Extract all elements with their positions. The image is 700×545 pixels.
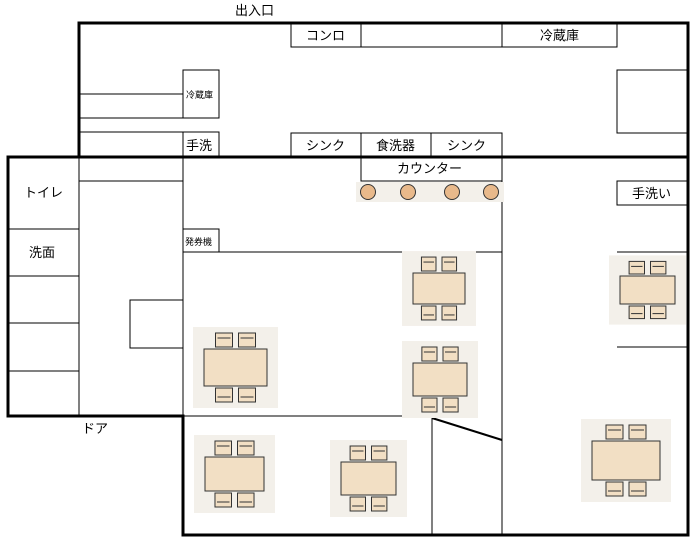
chair: [441, 256, 458, 272]
kitchen-storage: [616, 69, 689, 134]
counter-stool: [483, 184, 499, 200]
chair: [628, 305, 645, 320]
stove-label: コンロ: [306, 29, 345, 44]
chair: [628, 260, 645, 275]
handwash-hall-label: 手洗い: [632, 187, 671, 202]
ticket-machine: [182, 228, 220, 253]
chair: [421, 346, 438, 362]
chair: [442, 397, 459, 413]
table-top: [203, 348, 268, 387]
chair: [420, 305, 437, 321]
washroom-label: 洗面: [29, 246, 55, 261]
counter-stool: [444, 184, 460, 200]
table-1: [402, 251, 476, 326]
chair: [349, 496, 367, 512]
restroom-outer-wall: [6, 155, 690, 418]
table-top: [412, 272, 466, 305]
chair: [215, 332, 233, 348]
labels: 出入口 コンロ 冷蔵庫 冷蔵庫 手洗 シンク 食洗器 シンク カウンター 手洗い…: [24, 4, 671, 437]
chair: [214, 492, 232, 508]
chair: [237, 440, 255, 456]
chair: [238, 332, 256, 348]
chair: [628, 481, 647, 497]
table-3: [193, 327, 278, 408]
handwash-hall: [616, 180, 689, 206]
chair: [238, 387, 256, 403]
dishwasher-label: 食洗器: [376, 138, 415, 154]
chair: [371, 496, 388, 512]
chair: [605, 424, 624, 440]
chair: [215, 387, 233, 403]
chair: [237, 492, 255, 508]
sink-left-label: シンク: [306, 139, 345, 154]
chair: [421, 397, 438, 413]
counter-stools: [356, 182, 504, 202]
chair: [420, 256, 437, 272]
table-top: [619, 275, 676, 305]
fridge-large-label: 冷蔵庫: [540, 29, 579, 44]
chair: [628, 424, 647, 440]
counter-stool: [360, 184, 376, 200]
chair: [371, 445, 388, 461]
toilet-label: トイレ: [24, 186, 63, 201]
fridge-small-label: 冷蔵庫: [186, 89, 213, 101]
chair: [650, 305, 667, 320]
counter-stool: [400, 184, 416, 200]
table-top: [412, 362, 468, 397]
table-7: [581, 419, 671, 502]
ticket-machine-label: 発券機: [185, 236, 212, 248]
kitchen-outer-wall: [77, 21, 690, 537]
entrance-label: 出入口: [235, 4, 274, 19]
table-2: [609, 255, 686, 325]
table-top: [591, 440, 661, 481]
sink-right-label: シンク: [447, 139, 486, 154]
interior-lines: [8, 22, 689, 535]
counter-label: カウンター: [397, 162, 462, 177]
table-top: [204, 456, 265, 492]
door-label: ドア: [82, 422, 108, 437]
table-6: [330, 440, 407, 517]
chair: [605, 481, 624, 497]
chair: [441, 305, 458, 321]
chair: [349, 445, 367, 461]
fridge-large: [501, 22, 618, 48]
handwash-kitchen-label: 手洗: [186, 139, 212, 154]
chair: [442, 346, 459, 362]
chair: [650, 260, 667, 275]
table-5: [194, 435, 275, 513]
dining-tables: [193, 251, 686, 517]
handwash-kitchen: [182, 131, 220, 158]
table-4: [402, 341, 478, 418]
chair: [214, 440, 232, 456]
table-top: [340, 461, 397, 496]
kitchen-counter-top: [360, 22, 503, 48]
